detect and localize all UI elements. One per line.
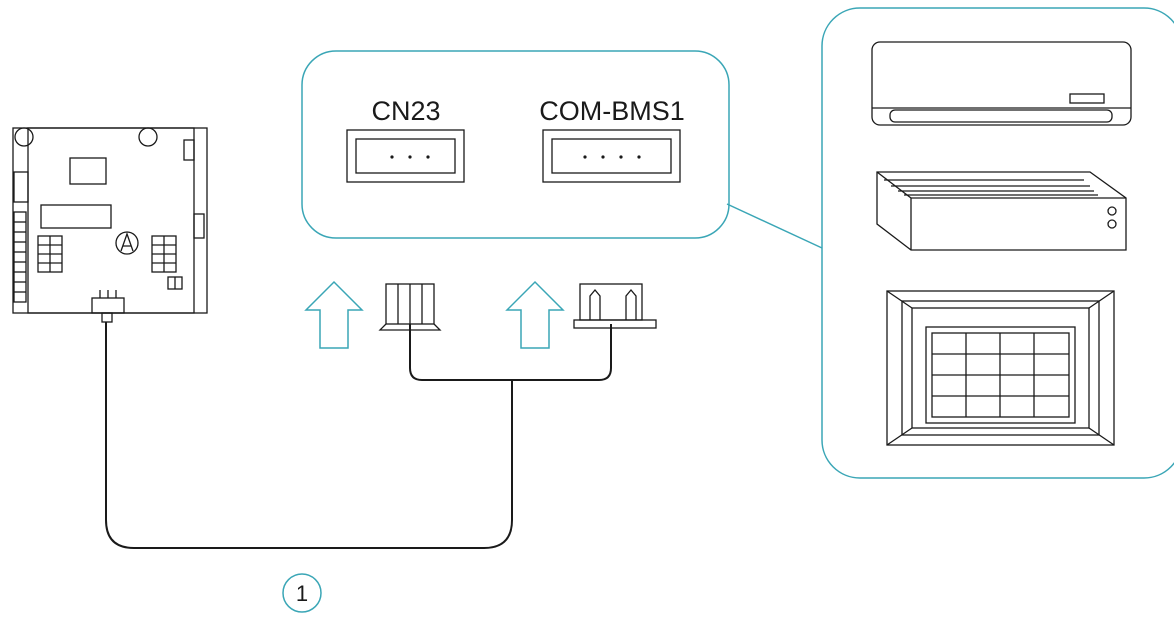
com-bms1-port [542, 129, 681, 183]
wall-unit-icon [871, 41, 1132, 126]
com-bms1-plug-icon [573, 283, 657, 329]
cable-callout: 1 [282, 573, 322, 613]
upload-arrow-icon [505, 280, 565, 349]
cn23-port [346, 129, 465, 183]
connector-panel [301, 50, 730, 239]
cassette-unit-icon [886, 290, 1115, 446]
units-panel [821, 7, 1174, 479]
com-bms1-label: COM-BMS1 [539, 96, 685, 126]
upload-arrow-icon [304, 280, 364, 349]
connection-cable [105, 322, 612, 549]
ducted-unit-icon [876, 171, 1127, 251]
cn23-plug-icon [378, 283, 442, 331]
cn23-label: CN23 [371, 96, 440, 126]
leader-line [726, 203, 823, 249]
control-board-icon [12, 127, 208, 323]
cable-callout-number: 1 [296, 581, 308, 606]
